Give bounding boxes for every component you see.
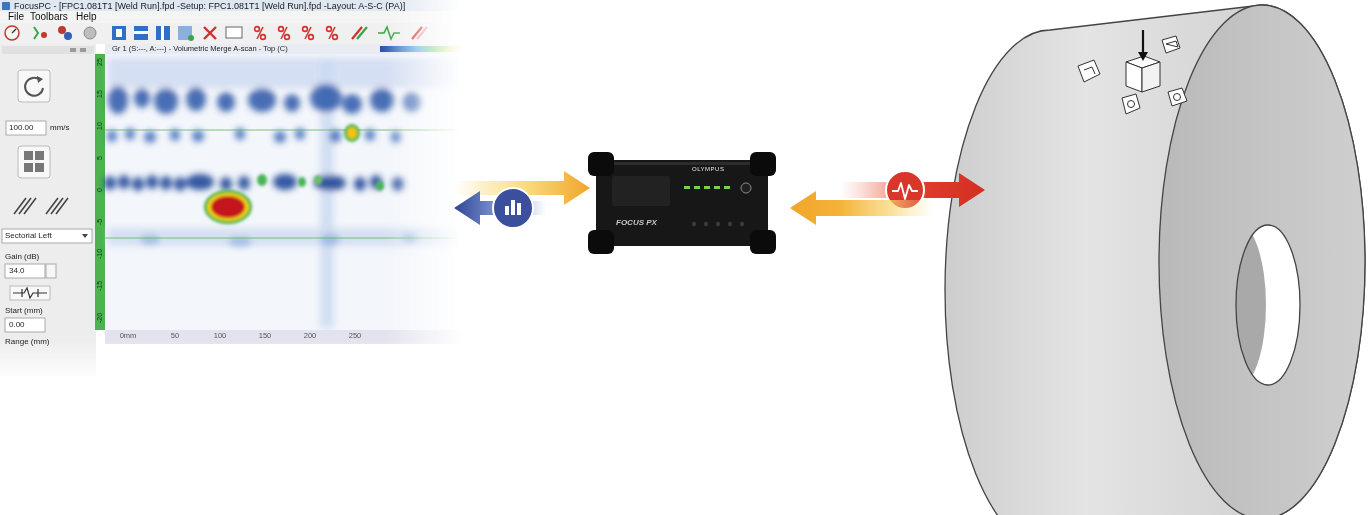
illustration-part <box>1142 30 1144 54</box>
illustration-part <box>1236 225 1300 385</box>
illustration-part-part <box>714 186 720 189</box>
field-label: Range (mm) <box>5 337 49 346</box>
axis-number: 100 <box>214 332 227 341</box>
illustration-part-part <box>1122 94 1140 114</box>
icon-disc <box>493 188 533 228</box>
field-label: Start (mm) <box>5 306 43 315</box>
field-value: 100.00 <box>9 123 33 132</box>
illustration-part-part <box>1168 88 1187 106</box>
illustration-part <box>1138 52 1148 61</box>
illustration-part-part <box>692 222 696 226</box>
ruler-number: 0 <box>96 188 104 192</box>
ruler-number: 10 <box>96 122 104 130</box>
illustration-part <box>684 186 730 189</box>
unit-label: mm/s <box>50 123 70 132</box>
illustration-part <box>945 5 1365 515</box>
ruler-number: 5 <box>96 156 104 160</box>
illustration-part <box>1078 36 1187 114</box>
illustration-part-part <box>1162 36 1180 53</box>
illustration-part-part <box>704 222 708 226</box>
chart-icon <box>493 188 533 228</box>
illustration-part <box>692 222 744 226</box>
illustration-part <box>601 162 763 165</box>
illustration-part-part <box>728 222 732 226</box>
field-value: 34.0 <box>9 266 25 275</box>
menu-item: Toolbars <box>30 11 68 23</box>
window-title: FocusPC - [FPC1.081T1 [Weld Run].fpd -Se… <box>14 1 405 11</box>
axis-number: 200 <box>304 332 317 341</box>
icon-bar <box>505 206 509 215</box>
software-window: FocusPC - [FPC1.081T1 [Weld Run].fpd -Se… <box>0 0 450 370</box>
brand-label: OLYMPUS <box>692 166 724 173</box>
illustration-part-part <box>716 222 720 226</box>
ruler-number: -20 <box>96 313 104 323</box>
illustration-part-part <box>1084 67 1095 74</box>
model-label: FOCUS PX <box>616 218 657 227</box>
view-header: Gr 1 (S:---, A:---) - Volumetric Merge A… <box>112 45 288 54</box>
axis-number: 150 <box>259 332 272 341</box>
screenshot-fade <box>0 0 480 390</box>
illustration-part-part <box>1142 62 1160 92</box>
ruler-number: -5 <box>96 219 104 225</box>
illustration-part <box>588 230 614 254</box>
illustration-part <box>588 152 614 176</box>
ruler-number: 15 <box>96 90 104 98</box>
ruler-number: -15 <box>96 281 104 291</box>
illustration-part <box>612 176 670 206</box>
illustration-part-part <box>704 186 710 189</box>
illustration-part-part <box>1126 62 1142 92</box>
illustration-part <box>790 191 935 225</box>
illustration-part <box>892 183 918 199</box>
illustration-part <box>741 183 751 193</box>
illustration-part <box>1159 5 1365 515</box>
ut-instrument: OLYMPUS FOCUS PX <box>596 160 768 246</box>
field-label: Gain (dB) <box>5 252 39 261</box>
illustration-part-part <box>724 186 730 189</box>
illustration-part-part <box>1078 60 1100 82</box>
illustration-part <box>750 152 776 176</box>
illustration-part-part <box>1166 41 1178 47</box>
icon-bar <box>511 200 515 215</box>
field-value: 0.00 <box>9 320 25 329</box>
dropdown-value: Sectorial Left <box>5 231 52 240</box>
illustration-part <box>750 230 776 254</box>
illustration-part-part <box>684 186 690 189</box>
menu-item: File <box>8 11 24 23</box>
axis-number: 250 <box>349 332 362 341</box>
axis-number: 50 <box>171 332 179 341</box>
illustration-part-part <box>1174 94 1181 101</box>
illustration-part-part <box>1128 101 1135 108</box>
illustration-part <box>596 160 768 246</box>
ruler-number: 25 <box>96 58 104 66</box>
ruler-number: -10 <box>96 249 104 259</box>
menu-item: Help <box>76 11 97 23</box>
illustration-part-part <box>740 222 744 226</box>
axis-number: 0mm <box>120 332 137 341</box>
icon-bar <box>517 203 521 215</box>
illustration-part-part <box>694 186 700 189</box>
